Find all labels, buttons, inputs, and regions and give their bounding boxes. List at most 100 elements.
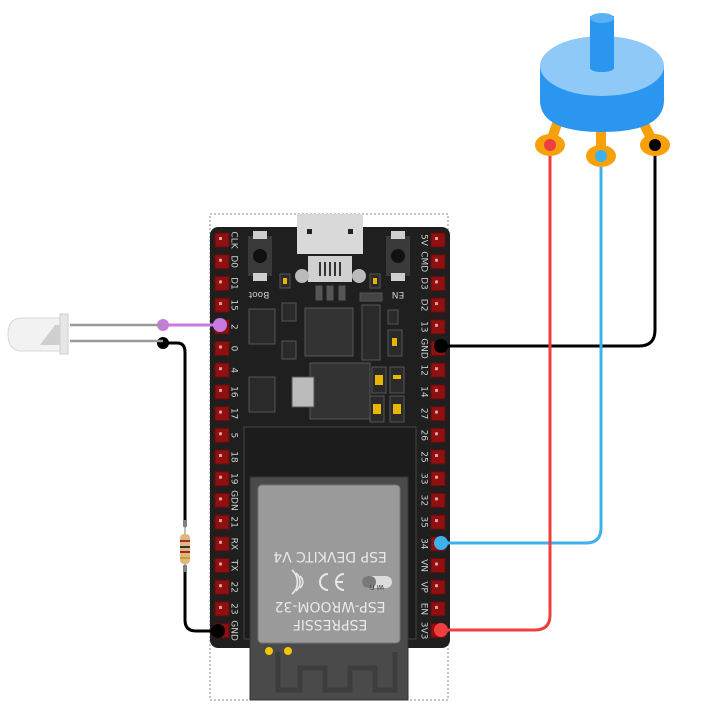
wire-endpoints xyxy=(157,318,448,638)
endpoint-blue-34 xyxy=(434,536,448,550)
boot-button[interactable] xyxy=(248,231,272,281)
boot-label: Boot xyxy=(248,289,269,299)
pin-label: CMD xyxy=(419,251,429,272)
pin-label: 14 xyxy=(419,386,429,398)
wire-pot-vcc-to-3v3[interactable] xyxy=(440,144,552,632)
pin-left-15[interactable]: 15 xyxy=(214,297,239,313)
pin-left-d1[interactable]: D1 xyxy=(214,275,239,291)
pin-label: D1 xyxy=(229,277,239,290)
pin-label: 32 xyxy=(419,495,429,506)
pin-right-d2[interactable]: D2 xyxy=(419,297,446,313)
pin-right-en[interactable]: EN xyxy=(419,601,446,617)
resistor[interactable] xyxy=(180,520,190,572)
pin-right-25[interactable]: 25 xyxy=(419,449,446,465)
pin-label: 35 xyxy=(419,516,429,527)
pin-left-4[interactable]: 4 xyxy=(214,362,239,378)
wire-pot-gnd-to-gnd[interactable] xyxy=(440,144,657,348)
pin-left-17[interactable]: 17 xyxy=(214,406,239,422)
pin-label: 33 xyxy=(419,473,429,484)
pin-label: 2 xyxy=(229,324,239,330)
pin-label: GND xyxy=(229,620,239,641)
pot-pin-gnd xyxy=(649,139,661,151)
pin-right-cmd[interactable]: CMD xyxy=(419,251,446,272)
pin-left-18[interactable]: 18 xyxy=(214,449,239,465)
pin-label: GDN xyxy=(229,490,239,511)
pin-label: 19 xyxy=(229,473,239,485)
pin-left-22[interactable]: 22 xyxy=(214,579,239,595)
led-rim xyxy=(59,313,69,355)
en-label: EN xyxy=(392,289,404,299)
smd-components xyxy=(248,273,405,423)
ce-mark-icon xyxy=(319,573,345,591)
pin-label: 5 xyxy=(229,432,239,438)
pin-label: VN xyxy=(419,559,429,572)
pin-label: D3 xyxy=(419,277,429,290)
pin-label: 15 xyxy=(229,299,239,310)
pin-label: TX xyxy=(229,559,239,572)
pin-left-tx[interactable]: TX xyxy=(214,558,239,573)
pin-right-14[interactable]: 14 xyxy=(419,384,446,400)
pin-label: 25 xyxy=(419,451,429,462)
pin-left-5[interactable]: 5 xyxy=(214,427,239,443)
en-button[interactable] xyxy=(386,231,410,281)
pin-right-33[interactable]: 33 xyxy=(419,471,446,487)
wire-led-cathode-to-resistor[interactable] xyxy=(161,341,187,528)
wires xyxy=(161,144,657,633)
pin-left-d0[interactable]: D0 xyxy=(214,254,239,270)
pin-right-vn[interactable]: VN xyxy=(419,558,446,573)
pin-left-gdn[interactable]: GDN xyxy=(214,490,239,511)
usb-connector xyxy=(295,214,366,283)
pin-right-12[interactable]: 12 xyxy=(419,362,446,378)
pot-shaft-top xyxy=(590,13,614,23)
pin-label: 17 xyxy=(229,408,239,419)
pin-label: 5V xyxy=(419,234,429,247)
pin-right-27[interactable]: 27 xyxy=(419,406,446,422)
pin-label: 16 xyxy=(229,386,239,398)
pin-label: 0 xyxy=(229,346,239,352)
pin-label: 21 xyxy=(229,516,239,527)
pin-label: 3V3 xyxy=(419,622,429,640)
resistor-body xyxy=(180,534,190,564)
pin-left-0[interactable]: 0 xyxy=(214,341,239,356)
wire-resistor-to-gnd[interactable] xyxy=(183,564,221,633)
pin-right-32[interactable]: 32 xyxy=(419,492,446,508)
pin-right-35[interactable]: 35 xyxy=(419,514,446,530)
pin-right-d3[interactable]: D3 xyxy=(419,275,446,291)
pot-shaft xyxy=(590,16,614,68)
wire-pot-signal-to-gpio34[interactable] xyxy=(440,154,603,545)
pin-label: 13 xyxy=(419,321,429,332)
pin-label: 18 xyxy=(229,451,239,463)
pin-left-16[interactable]: 16 xyxy=(214,384,239,400)
pin-left-21[interactable]: 21 xyxy=(214,514,239,530)
pot-pin-vcc xyxy=(544,139,556,151)
module-model-label: ESP-WROOM-32 xyxy=(275,598,386,614)
pin-left-clk[interactable]: CLK xyxy=(214,231,239,250)
pot-pin-signal xyxy=(595,150,607,162)
endpoint-red-3v3 xyxy=(434,623,448,637)
antenna-trace xyxy=(275,652,398,693)
wifi-badge: Wi Fi xyxy=(362,576,392,590)
pin-label: EN xyxy=(419,603,429,615)
pin-left-23[interactable]: 23 xyxy=(214,601,239,617)
pin-label: VP xyxy=(419,581,429,593)
endpoint-black-led xyxy=(157,337,169,349)
pin-label: 12 xyxy=(419,364,429,375)
esp-wroom-32-module[interactable]: ESP DEVKITC V4 ESP-WROOM-32 ESPRESSIF Wi… xyxy=(249,476,409,701)
pin-right-26[interactable]: 26 xyxy=(419,427,446,443)
svg-text:Wi Fi: Wi Fi xyxy=(370,583,384,590)
led[interactable] xyxy=(7,313,163,355)
potentiometer[interactable] xyxy=(535,13,670,167)
pin-label: CLK xyxy=(229,231,239,249)
pin-right-vp[interactable]: VP xyxy=(419,579,446,595)
module-board-label: ESP DEVKITC V4 xyxy=(273,548,387,564)
pin-label: 34 xyxy=(419,538,429,550)
module-can xyxy=(257,484,401,644)
pin-label: 27 xyxy=(419,408,429,419)
pin-right-13[interactable]: 13 xyxy=(419,319,446,335)
pin-left-19[interactable]: 19 xyxy=(214,471,239,487)
endpoint-black-gnd-left xyxy=(211,624,225,638)
pin-label: 22 xyxy=(229,581,239,592)
pin-right-5v[interactable]: 5V xyxy=(419,232,446,248)
pin-left-rx[interactable]: RX xyxy=(214,536,239,552)
